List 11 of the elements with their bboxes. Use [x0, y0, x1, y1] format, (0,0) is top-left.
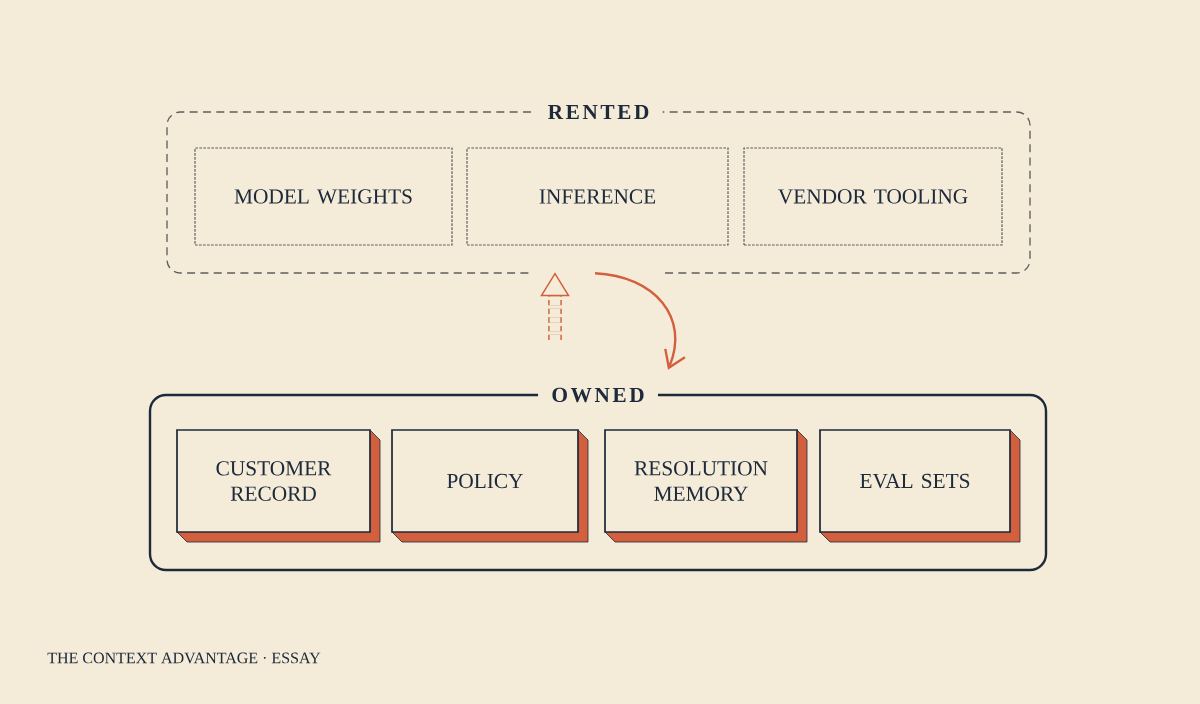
component-box: VENDOR TOOLING	[743, 147, 1003, 246]
curved-arrow	[594, 272, 686, 370]
raised-block: EVAL SETS	[819, 429, 1021, 543]
component-box: INFERENCE	[466, 147, 729, 246]
hollow-arrow	[540, 272, 570, 340]
raised-block: POLICY	[391, 429, 589, 543]
raised-block: CUSTOMER RECORD	[176, 429, 381, 543]
component-box: MODEL WEIGHTS	[194, 147, 453, 246]
caption: THE CONTEXT ADVANTAGE · ESSAY	[47, 652, 321, 664]
node-label: RENTED	[548, 105, 649, 120]
raised-block: RESOLUTION MEMORY	[604, 429, 808, 543]
